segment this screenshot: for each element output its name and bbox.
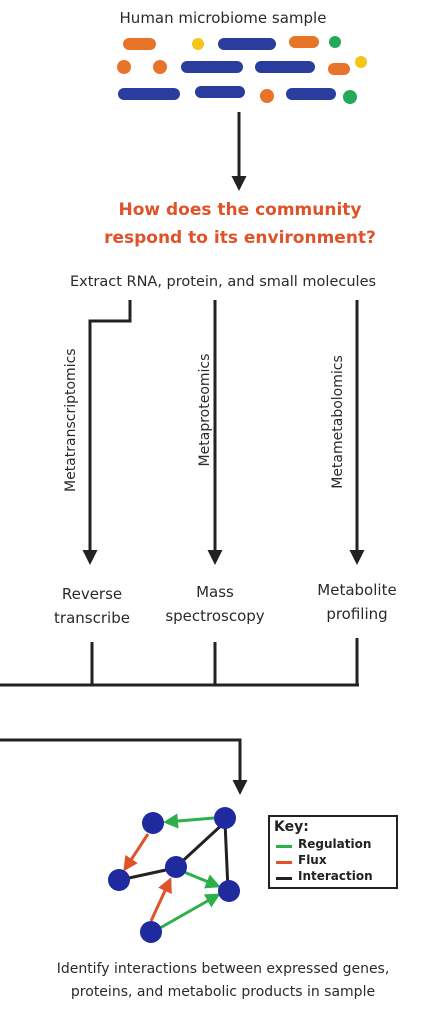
- interaction-network: [108, 807, 240, 943]
- edge-regulation: [159, 893, 221, 930]
- step-label-mass-spectroscopy: Mass spectroscopy: [152, 580, 278, 628]
- step-line: profiling: [326, 605, 388, 623]
- microbe-rod: [195, 86, 245, 98]
- microbe-rod: [181, 61, 243, 73]
- microbe-sample-illustration: [117, 36, 367, 104]
- edge-flux: [123, 833, 150, 872]
- legend-key: Key: Regulation Flux Interaction: [268, 815, 398, 889]
- legend-swatch-regulation: [276, 845, 292, 848]
- edge-regulation: [163, 813, 215, 829]
- microbe-coccus: [329, 36, 341, 48]
- microbe-rod: [255, 61, 315, 73]
- step-label-metabolite-profiling: Metabolite profiling: [295, 578, 419, 626]
- method-label-metaproteomics: Metaproteomics: [197, 353, 213, 467]
- legend-swatch-interaction: [276, 877, 292, 880]
- microbe-coccus: [153, 60, 167, 74]
- arrow-metatranscriptomics: [82, 300, 132, 565]
- step-line: spectroscopy: [165, 607, 265, 625]
- microbe-coccus: [117, 60, 131, 74]
- research-question: How does the community respond to its en…: [40, 196, 440, 252]
- arrow-to-network: [0, 738, 248, 795]
- network-node: [108, 869, 130, 891]
- step-line: Reverse: [61, 585, 123, 603]
- microbe-rod: [218, 38, 276, 50]
- step-line: Mass: [196, 583, 234, 601]
- question-line-1: How does the community: [118, 200, 362, 220]
- legend-label: Interaction: [298, 869, 373, 883]
- microbe-rod: [286, 88, 336, 100]
- microbe-rod: [289, 36, 319, 48]
- legend-swatch-flux: [276, 861, 292, 864]
- caption: Identify interactions between expressed …: [0, 958, 446, 1004]
- method-label-metatranscriptomics: Metatranscriptomics: [63, 348, 79, 492]
- method-label-metametabolomics: Metametabolomics: [330, 355, 346, 489]
- edge-interaction: [223, 821, 230, 891]
- network-node: [142, 812, 164, 834]
- microbe-rod: [118, 88, 180, 100]
- question-line-2: respond to its environment?: [104, 228, 376, 248]
- network-node: [165, 856, 187, 878]
- merge-connector: [0, 638, 359, 687]
- microbe-rod: [328, 63, 350, 75]
- step-line: transcribe: [54, 609, 130, 627]
- microbe-coccus: [355, 56, 367, 68]
- microbe-coccus: [260, 89, 274, 103]
- caption-line-2: proteins, and metabolic products in samp…: [70, 984, 376, 1000]
- extract-label: Extract RNA, protein, and small molecule…: [69, 274, 377, 290]
- legend-label: Regulation: [298, 837, 372, 851]
- microbe-rod: [123, 38, 156, 50]
- microbe-coccus: [192, 38, 204, 50]
- step-label-reverse-transcribe: Reverse transcribe: [32, 582, 152, 630]
- edge-regulation: [183, 870, 221, 889]
- network-node: [214, 807, 236, 829]
- network-node: [140, 921, 162, 943]
- network-node: [218, 880, 240, 902]
- caption-line-1: Identify interactions between expressed …: [56, 961, 390, 977]
- edge-flux: [149, 877, 172, 922]
- legend-label: Flux: [298, 853, 327, 867]
- step-line: Metabolite: [317, 581, 397, 599]
- microbe-coccus: [343, 90, 357, 104]
- legend-title: Key:: [274, 819, 309, 835]
- sample-label: Human microbiome sample: [119, 9, 327, 27]
